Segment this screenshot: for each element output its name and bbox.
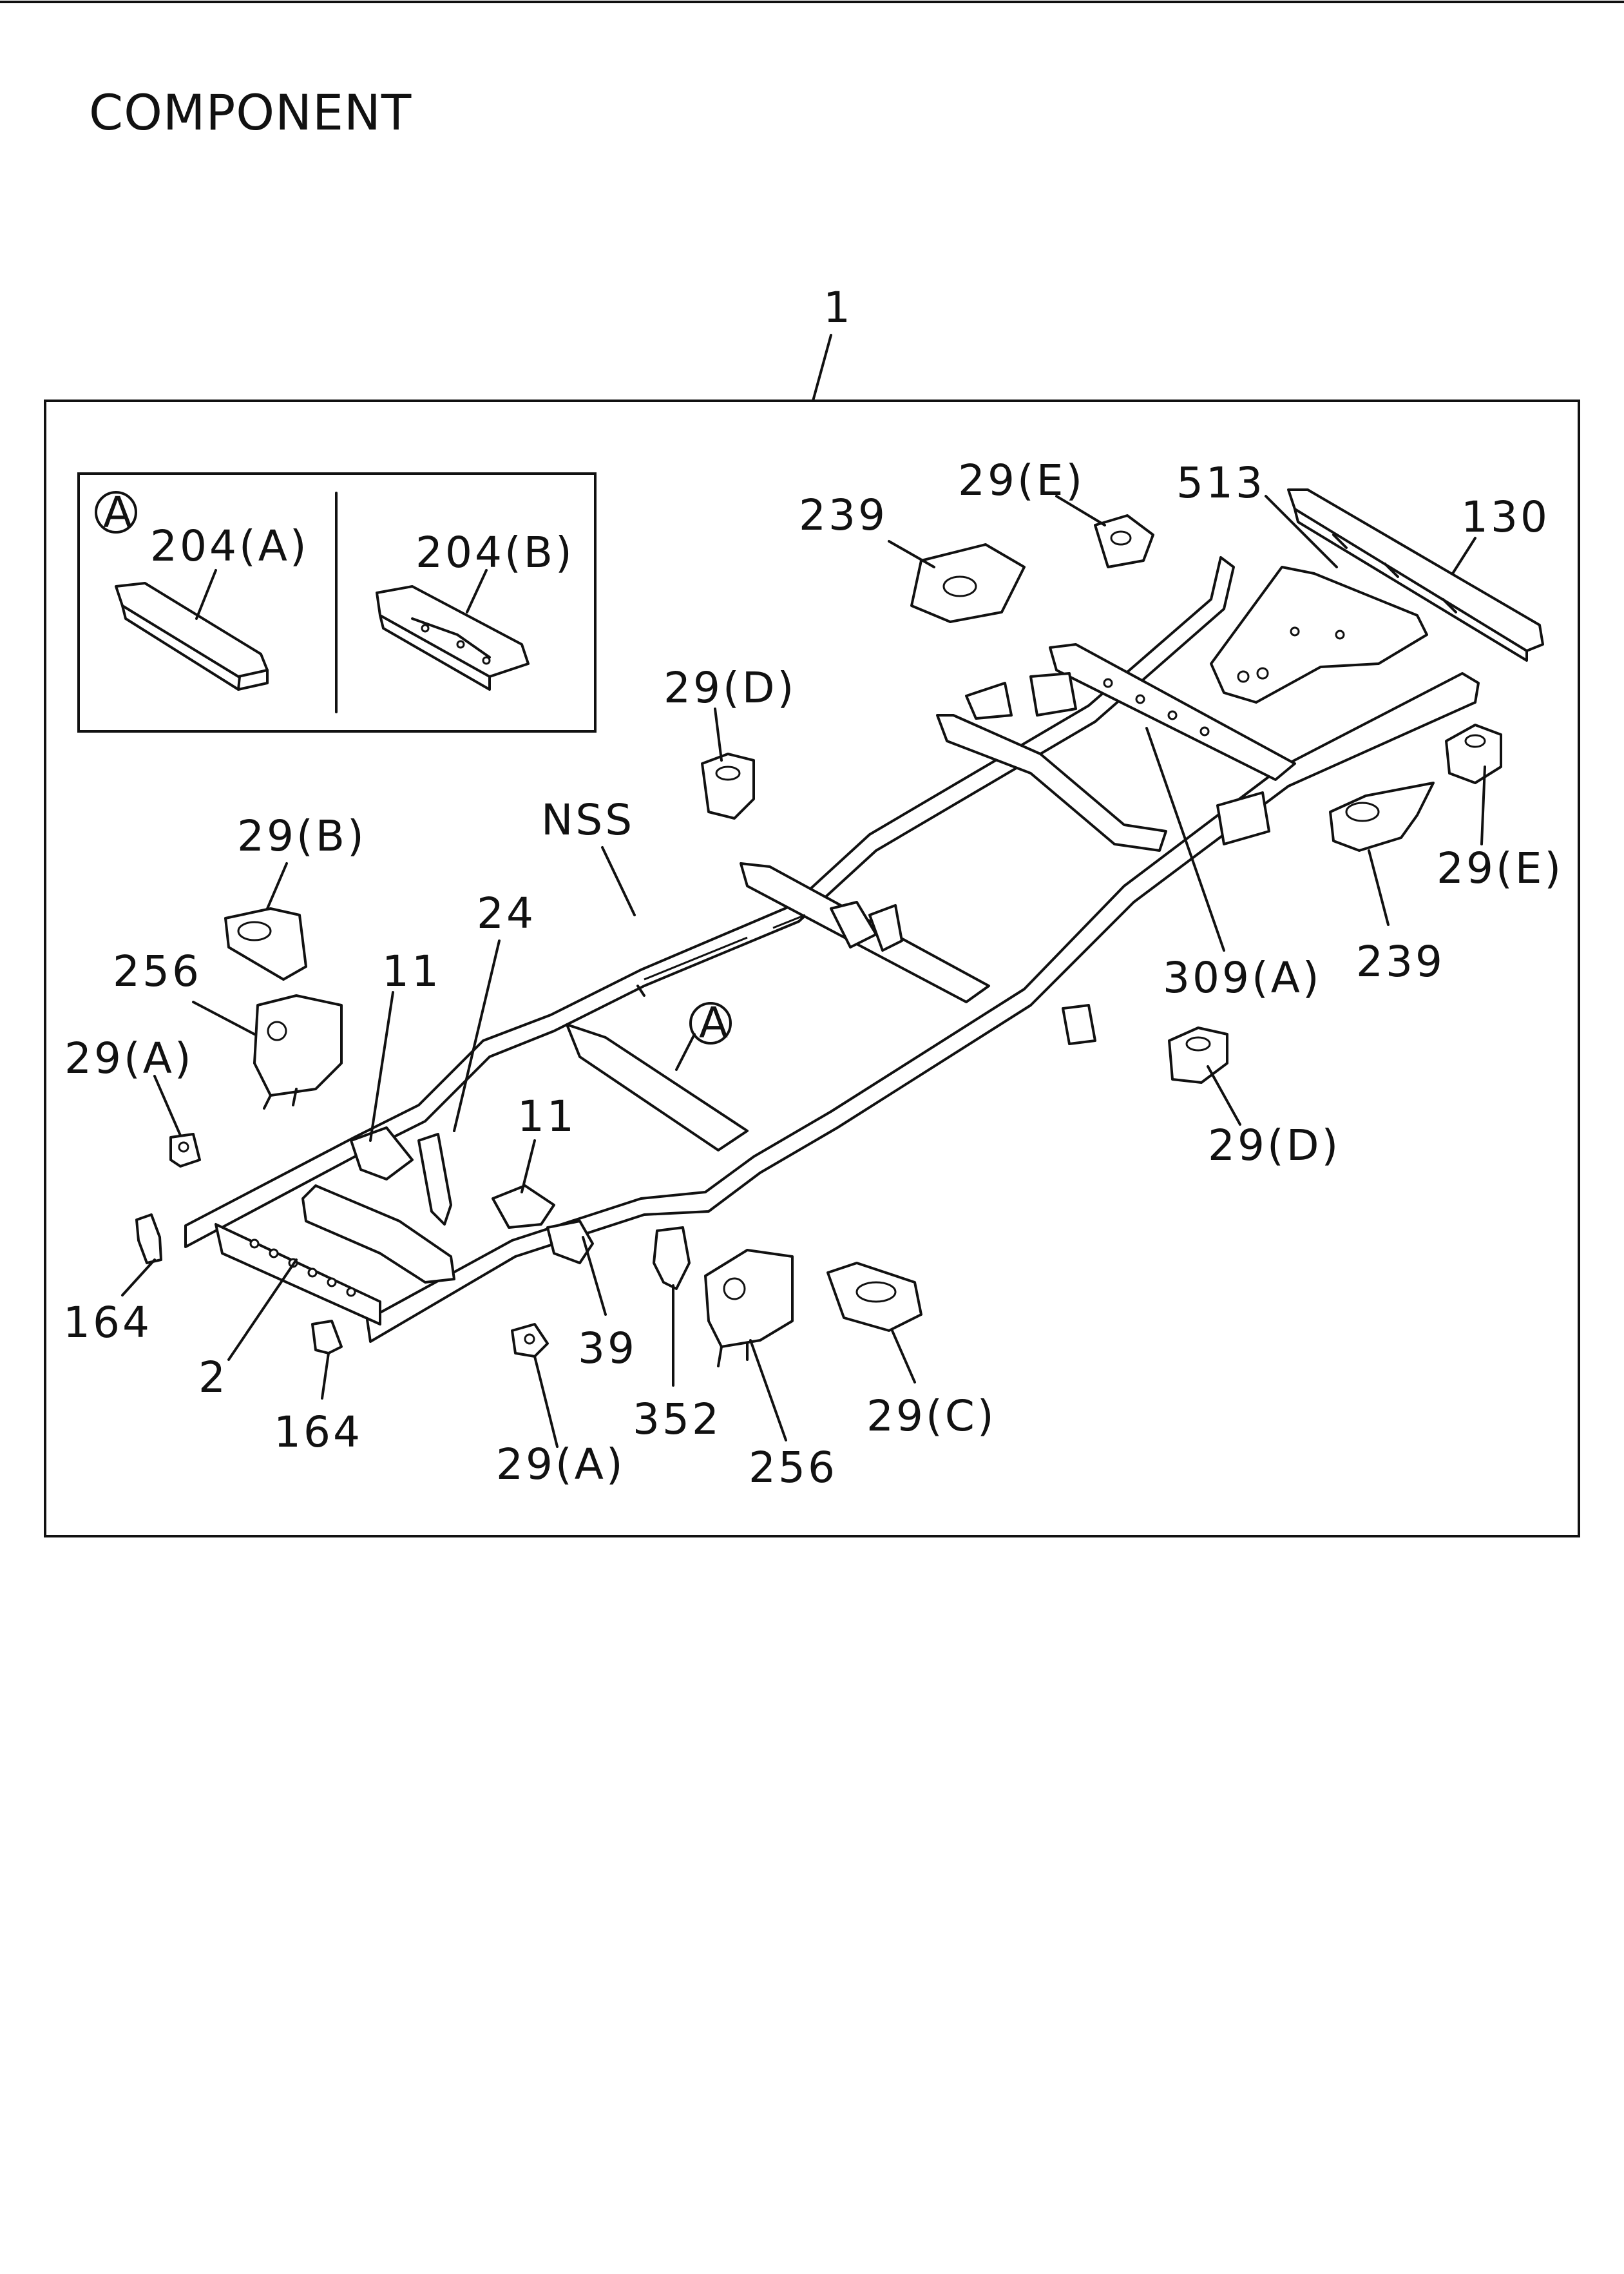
page-heading: COMPONENT — [89, 84, 412, 141]
label-204a: 204(A) — [150, 521, 309, 571]
left-side-rail — [184, 556, 1235, 1248]
rear-crossmember-holes — [1103, 678, 1210, 737]
part-256-left-drawing — [253, 994, 343, 1110]
leader-24 — [453, 939, 501, 1132]
leader-29a-left — [153, 1075, 182, 1137]
inset-box — [77, 472, 597, 733]
label-352: 352 — [633, 1394, 721, 1444]
part-256-bottom-drawing — [704, 1249, 794, 1367]
inner-rail-line — [644, 936, 748, 981]
part-164-left-drawing — [135, 1213, 162, 1264]
chassis-frame — [184, 556, 1480, 1343]
label-239-top: 239 — [799, 490, 888, 540]
label-24: 24 — [477, 889, 536, 938]
part-29e-top-drawing — [1094, 514, 1154, 568]
part-130-drawing — [1287, 488, 1544, 662]
label-29e-top: 29(E) — [958, 456, 1085, 505]
label-29d-right: 29(D) — [1208, 1121, 1341, 1170]
label-29c: 29(C) — [866, 1391, 997, 1441]
crossmember-marker-circle — [689, 1002, 732, 1045]
label-130: 130 — [1461, 492, 1550, 542]
leader-256-bottom — [749, 1339, 787, 1441]
leader-nss — [601, 846, 636, 916]
part-239-right-drawing — [1329, 782, 1435, 852]
leader-2 — [227, 1258, 298, 1361]
label-11-top: 11 — [382, 947, 441, 996]
label-204b: 204(B) — [416, 528, 575, 577]
label-11-mid: 11 — [517, 1092, 577, 1141]
label-29b: 29(B) — [237, 811, 367, 861]
part-29b-drawing — [224, 907, 307, 981]
crossmember-marker-letter: A — [699, 998, 731, 1048]
part-29a-bottom-drawing — [511, 1323, 549, 1358]
part-513-drawing — [1210, 566, 1428, 704]
leader-crossmember-marker — [675, 1033, 696, 1071]
leader-164-bottom — [321, 1352, 330, 1400]
leader-204b — [466, 569, 488, 613]
part-352-drawing — [653, 1226, 691, 1290]
leader-239-top — [888, 540, 935, 568]
leader-309a — [1145, 727, 1225, 952]
leader-29b — [266, 862, 288, 910]
crossmember-a — [566, 1023, 749, 1151]
label-29d-top: 29(D) — [664, 663, 796, 713]
part-164-bottom-drawing — [311, 1320, 343, 1354]
label-29a-left: 29(A) — [64, 1034, 194, 1083]
leader-29e-top — [1055, 495, 1106, 526]
label-29a-bottom: 29(A) — [496, 1440, 626, 1489]
leader-29d-right — [1207, 1065, 1241, 1126]
leader-29d-top — [714, 708, 723, 762]
inset-border — [77, 472, 597, 733]
inset-marker-circle — [95, 491, 137, 534]
leader-11-mid — [521, 1139, 536, 1193]
label-513: 513 — [1176, 458, 1265, 508]
label-nss: NSS — [541, 795, 635, 845]
part-29c-drawing — [826, 1262, 922, 1332]
label-assembly: 1 — [823, 283, 853, 332]
leader-204a — [195, 569, 217, 620]
leader-130 — [1451, 537, 1476, 575]
leader-164-left — [121, 1258, 156, 1296]
label-309a: 309(A) — [1163, 953, 1322, 1003]
label-2: 2 — [198, 1353, 228, 1402]
label-164-bottom: 164 — [274, 1407, 363, 1457]
part-29d-top-drawing — [701, 753, 755, 820]
label-29e-right: 29(E) — [1437, 843, 1563, 893]
part-29e-right-drawing — [1445, 724, 1502, 784]
label-39: 39 — [578, 1324, 637, 1373]
rail-mark — [636, 985, 645, 997]
part-29d-right-drawing — [1168, 1026, 1228, 1084]
leader-256-left — [192, 1001, 256, 1036]
label-164-left: 164 — [63, 1298, 152, 1347]
leader-29e-right — [1480, 766, 1486, 845]
front-crossmember — [215, 1223, 381, 1325]
label-239-right: 239 — [1356, 937, 1445, 987]
leader-29a-bottom — [533, 1355, 559, 1448]
part-29a-left-drawing — [169, 1133, 201, 1168]
leader-29c — [891, 1329, 916, 1383]
front-bracket-left — [301, 1184, 455, 1284]
right-side-rail — [366, 672, 1480, 1343]
rear-inner-member — [936, 714, 1167, 852]
leader-239-right — [1368, 849, 1390, 926]
label-256-left: 256 — [113, 947, 202, 996]
part-204b-drawing — [376, 585, 530, 691]
part-39-drawing — [546, 1220, 594, 1264]
label-256-bottom: 256 — [749, 1443, 837, 1492]
part-239-top-drawing — [910, 543, 1026, 623]
leader-39 — [582, 1236, 607, 1316]
part-204a-drawing — [115, 582, 269, 691]
leader-assembly — [812, 334, 832, 402]
leader-513 — [1265, 495, 1338, 568]
front-crossmember-holes — [249, 1238, 356, 1297]
leader-11-top — [369, 991, 394, 1142]
inset-marker-letter: A — [103, 488, 135, 537]
